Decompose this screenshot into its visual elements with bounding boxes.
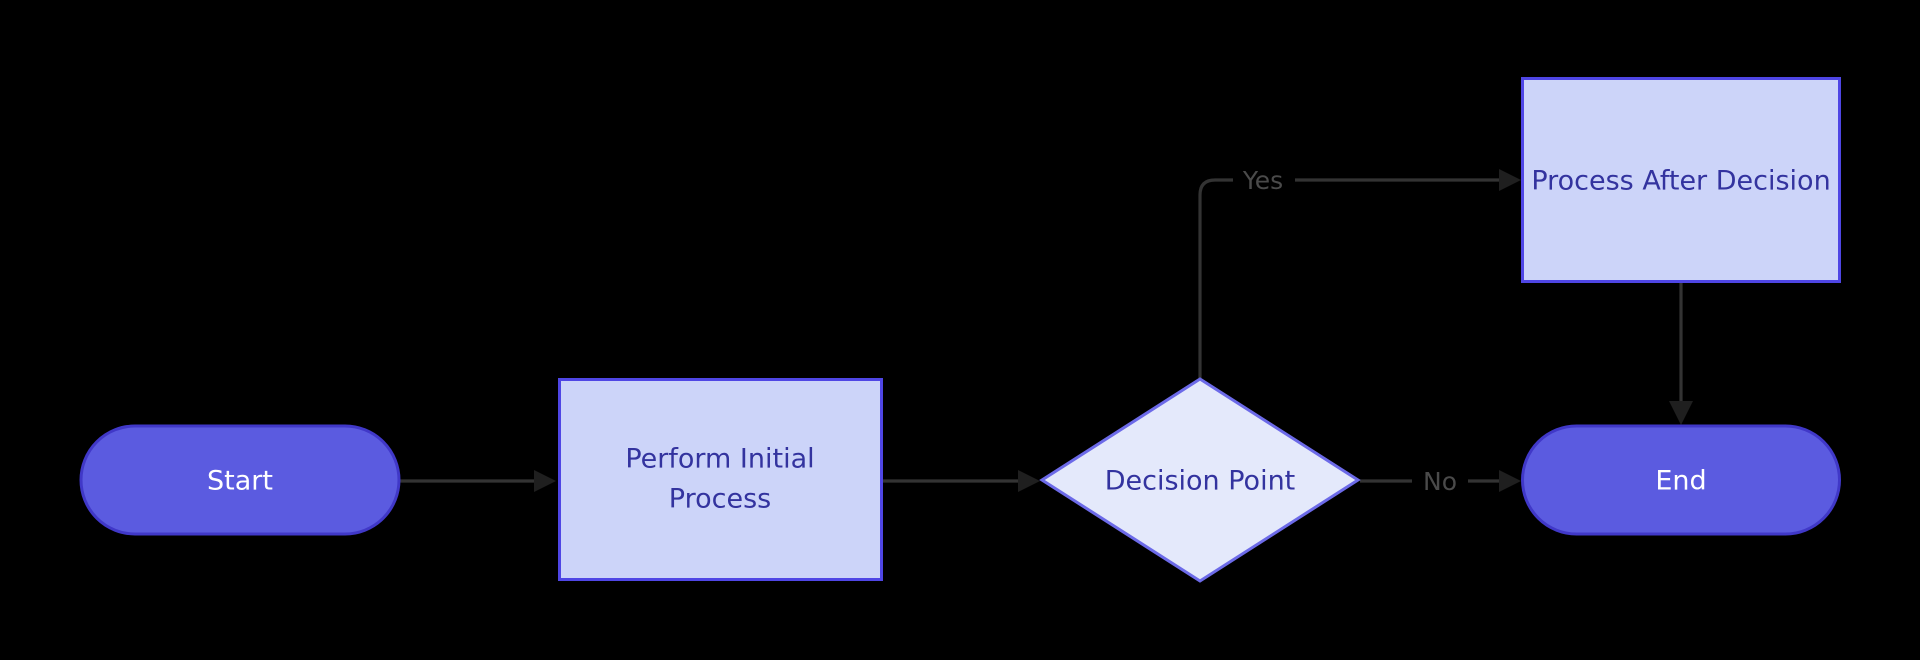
node-process-initial-shape[interactable] [558,378,883,581]
edge-start-to-process-initial [400,470,556,492]
node-process-initial[interactable]: Perform Initial Process [558,378,883,581]
edge-decision-to-process-after: Yes [1198,163,1521,378]
arrowhead-icon [1018,470,1040,492]
edge-process-after-to-end [1669,283,1693,425]
edge-label-no: No [1423,467,1457,496]
node-start[interactable]: Start [79,424,401,536]
edge-line [1198,178,1511,378]
node-end[interactable]: End [1521,424,1841,536]
edge-label-background [1412,464,1468,498]
node-end-shape[interactable] [1521,424,1841,536]
edge-layer: Yes No [400,163,1693,498]
node-layer: Start Perform Initial Process Decision P… [79,77,1841,583]
node-start-shape[interactable] [79,424,401,536]
edge-decision-to-end: No [1360,464,1521,498]
arrowhead-icon [1669,401,1693,425]
node-process-after-shape[interactable] [1521,77,1841,283]
node-process-after[interactable]: Process After Decision [1521,77,1841,283]
node-decision-shape[interactable] [1039,377,1361,583]
arrowhead-icon [534,470,556,492]
node-decision[interactable]: Decision Point [1039,377,1361,583]
edge-process-initial-to-decision [883,470,1040,492]
edge-label-yes: Yes [1242,166,1283,195]
arrowhead-icon [1499,169,1521,191]
arrowhead-icon [1499,470,1521,492]
edge-label-background [1233,163,1295,197]
